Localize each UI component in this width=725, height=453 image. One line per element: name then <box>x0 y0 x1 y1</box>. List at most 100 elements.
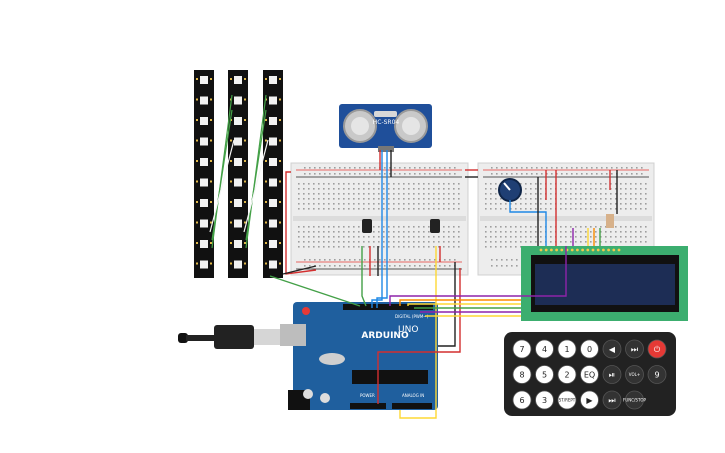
remote-key[interactable] <box>512 390 532 410</box>
breadboard-hole <box>530 208 532 210</box>
breadboard-hole <box>388 193 390 195</box>
breadboard-hole <box>535 236 537 238</box>
remote-key[interactable] <box>602 365 622 384</box>
rail-hole <box>329 173 331 175</box>
led-strip-2[interactable] <box>228 70 248 278</box>
lcd-screen <box>535 264 675 305</box>
breadboard-hole <box>348 198 350 200</box>
breadboard-hole <box>570 241 572 243</box>
led-pad <box>279 201 281 203</box>
breadboard-hole <box>580 236 582 238</box>
breadboard-hole <box>303 208 305 210</box>
breadboard-hole <box>313 226 315 228</box>
breadboard-hole <box>615 193 617 195</box>
breadboard-hole <box>600 188 602 190</box>
remote-key[interactable] <box>535 365 554 384</box>
led-pixel <box>234 117 242 125</box>
breadboard-hole <box>313 183 315 185</box>
arduino-uno[interactable]: ARDUINO UNO DIGITAL (PWM~) POWER ANALOG … <box>178 302 438 410</box>
breadboard-hole <box>453 198 455 200</box>
breadboard-hole <box>353 246 355 248</box>
rail-hole <box>404 265 406 267</box>
usb-cable <box>186 335 216 341</box>
remote-key[interactable] <box>580 365 599 384</box>
breadboard-hole <box>525 226 527 228</box>
lcd-display[interactable] <box>521 246 688 321</box>
remote-key[interactable] <box>625 390 644 410</box>
breadboard-hole <box>610 188 612 190</box>
led-pad <box>265 262 267 265</box>
rail-hole <box>566 173 568 175</box>
temperature-sensor-2[interactable] <box>430 219 440 233</box>
remote-key[interactable] <box>602 339 622 359</box>
breadboard-hole <box>398 246 400 248</box>
led-pad <box>196 160 198 162</box>
breadboard-hole <box>388 226 390 228</box>
rail-hole <box>354 167 356 169</box>
remote-key[interactable] <box>557 365 577 384</box>
resistor[interactable] <box>606 214 614 228</box>
remote-key[interactable] <box>557 339 577 359</box>
breadboard-hole <box>398 236 400 238</box>
remote-key[interactable] <box>535 390 554 410</box>
rail-hole <box>444 167 446 169</box>
breadboard-hole <box>495 226 497 228</box>
led-pixel <box>269 260 277 269</box>
breadboard-hole <box>363 241 365 243</box>
led-strip-3[interactable] <box>263 70 283 278</box>
rail-hole <box>364 167 366 169</box>
breadboard-hole <box>595 226 597 228</box>
remote-key[interactable] <box>625 339 644 359</box>
breadboard-left[interactable] <box>290 162 469 276</box>
breadboard-hole <box>485 188 487 190</box>
remote-key[interactable] <box>512 365 532 384</box>
led-pad <box>210 98 212 101</box>
remote-key[interactable] <box>580 339 599 359</box>
remote-key[interactable] <box>647 365 667 384</box>
rail-hole <box>501 265 503 267</box>
breadboard-hole <box>510 246 512 248</box>
led-pixel <box>269 137 277 146</box>
breadboard-hole <box>453 203 455 205</box>
remote-key[interactable] <box>557 390 577 410</box>
breadboard-hole <box>413 203 415 205</box>
breadboard-hole <box>408 226 410 228</box>
reset-button[interactable] <box>302 307 310 315</box>
breadboard-hole <box>348 236 350 238</box>
remote-key[interactable] <box>602 390 622 410</box>
breadboard-hole <box>453 188 455 190</box>
breadboard-hole <box>580 226 582 228</box>
breadboard-hole <box>605 226 607 228</box>
remote-key[interactable] <box>512 339 532 359</box>
led-strip-1[interactable] <box>194 70 214 278</box>
ultrasonic-sensor[interactable]: HC-SR04 <box>339 104 432 152</box>
usb-port[interactable] <box>280 324 306 346</box>
breadboard-hole <box>560 241 562 243</box>
temperature-sensor-1[interactable] <box>362 219 372 233</box>
breadboard-hole <box>403 208 405 210</box>
breadboard-hole <box>343 241 345 243</box>
breadboard-hole <box>383 208 385 210</box>
remote-key[interactable] <box>647 339 667 359</box>
breadboard-hole <box>333 236 335 238</box>
breadboard-hole <box>408 236 410 238</box>
breadboard-hole <box>413 246 415 248</box>
lcd-pin <box>596 248 600 252</box>
remote-key[interactable] <box>625 365 644 384</box>
breadboard-hole <box>393 236 395 238</box>
breadboard-hole <box>585 183 587 185</box>
breadboard-hole <box>510 231 512 233</box>
rail-hole <box>419 265 421 267</box>
breadboard-hole <box>453 226 455 228</box>
rail-hole <box>516 265 518 267</box>
breadboard-hole <box>635 236 637 238</box>
breadboard-hole <box>328 236 330 238</box>
breadboard-hole <box>333 193 335 195</box>
breadboard-hole <box>580 183 582 185</box>
breadboard-hole <box>368 193 370 195</box>
led-pixel <box>234 76 242 84</box>
remote-key[interactable] <box>580 390 599 410</box>
rail-hole <box>501 173 503 175</box>
remote-key[interactable] <box>535 339 554 359</box>
